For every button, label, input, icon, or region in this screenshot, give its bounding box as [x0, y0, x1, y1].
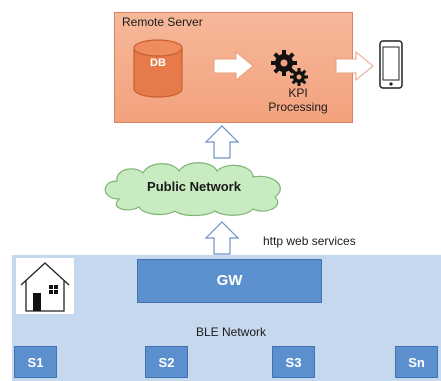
smartphone-icon: [379, 40, 403, 89]
kpi-label-line2: Processing: [268, 100, 328, 114]
http-web-services-label: http web services: [263, 234, 356, 248]
arrow-up-icon: [204, 125, 240, 159]
remote-server-label: Remote Server: [122, 15, 203, 29]
cloud-icon: [104, 162, 281, 217]
database-icon: [133, 39, 183, 98]
kpi-processing-label: KPI Processing: [259, 86, 337, 114]
house-icon: [20, 262, 70, 312]
public-network-label: Public Network: [147, 179, 241, 194]
ble-network-label: BLE Network: [195, 325, 267, 339]
kpi-label-line1: KPI: [288, 86, 308, 100]
arrow-right-icon: [335, 50, 374, 82]
sensor-node: S1: [14, 346, 57, 378]
sensor-node: S3: [272, 346, 315, 378]
sensor-node: Sn: [395, 346, 438, 378]
database-label: DB: [150, 57, 166, 69]
arrow-right-icon: [213, 50, 254, 82]
sensor-node: S2: [145, 346, 188, 378]
gateway-node: GW: [137, 259, 322, 303]
gears-icon: [271, 50, 308, 86]
house-frame: [16, 258, 74, 314]
arrow-up-icon: [204, 221, 240, 255]
